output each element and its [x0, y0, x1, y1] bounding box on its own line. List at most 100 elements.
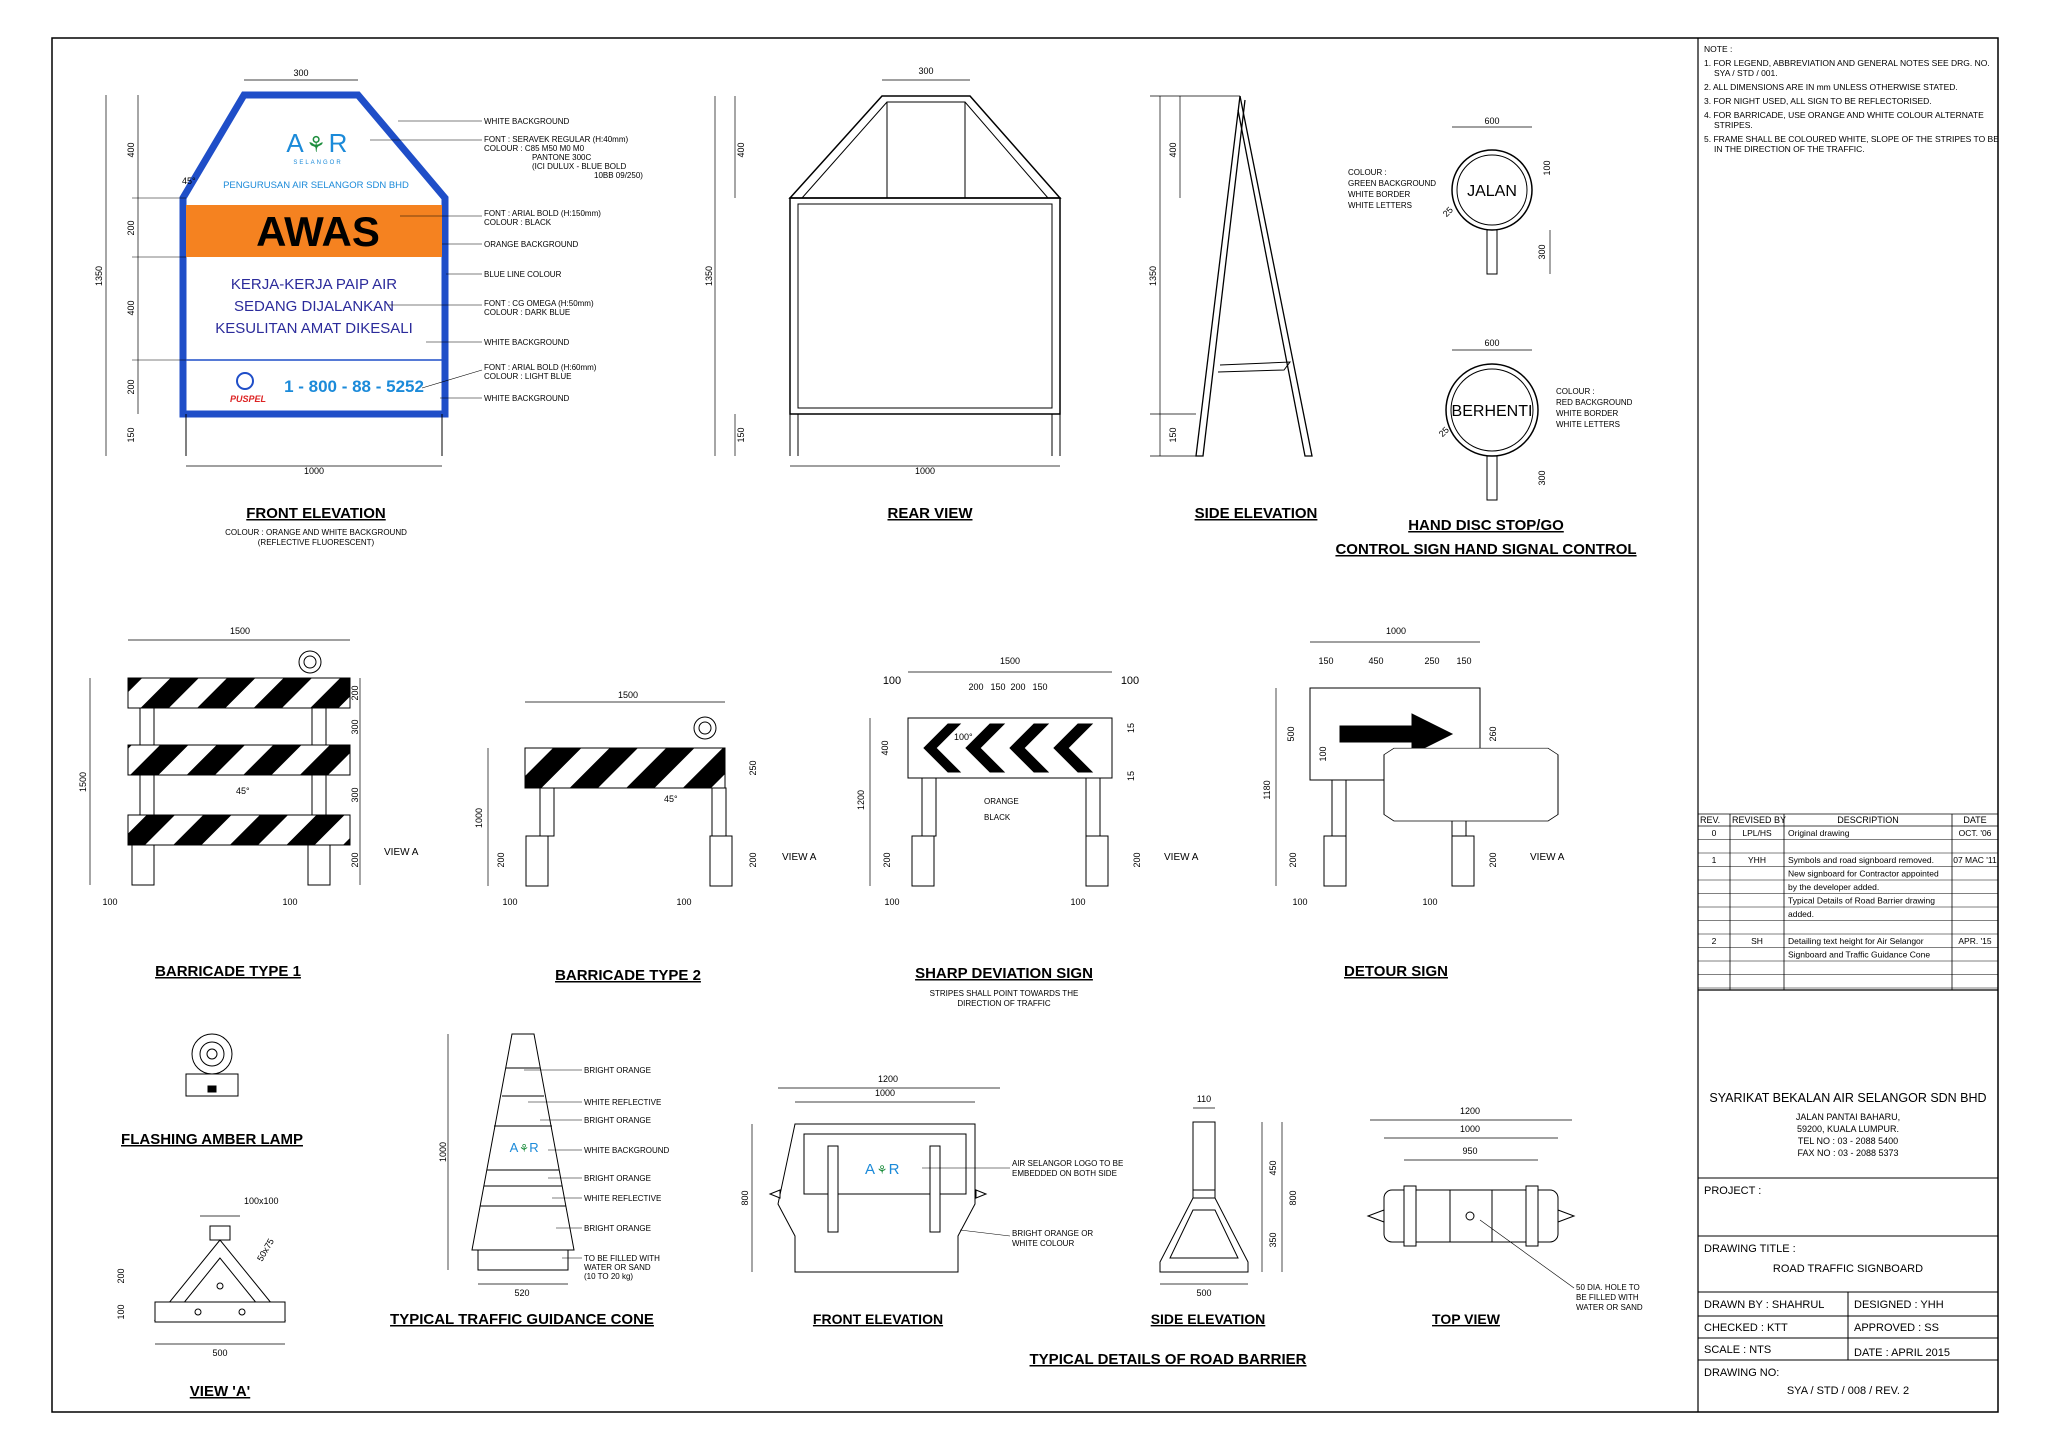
- svg-text:PANTONE 300C: PANTONE 300C: [532, 153, 592, 162]
- note-line: 5. FRAME SHALL BE COLOURED WHITE, SLOPE …: [1704, 134, 1999, 144]
- svg-text:WHITE REFLECTIVE: WHITE REFLECTIVE: [584, 1194, 661, 1203]
- company-address: JALAN PANTAI BAHARU,: [1796, 1112, 1900, 1122]
- air-selangor-logo: A ⚘ R SELANGOR: [286, 128, 347, 166]
- revision-cell: APR. '15: [1958, 936, 1992, 946]
- msg-line-3: KESULITAN AMAT DIKESALI: [215, 320, 413, 337]
- dim-label: 200: [126, 379, 136, 394]
- barricade-type-2: [487, 701, 733, 887]
- svg-text:BRIGHT ORANGE: BRIGHT ORANGE: [584, 1224, 651, 1233]
- svg-text:WATER OR SAND: WATER OR SAND: [584, 1263, 651, 1272]
- dim-label: 45°: [236, 786, 250, 796]
- svg-text:FONT : SERAVEK REGULAR (H:40m: FONT : SERAVEK REGULAR (H:40mm): [484, 135, 629, 144]
- view-a-label: VIEW A: [1530, 852, 1565, 863]
- revision-cell: 07 MAC '11: [1953, 855, 1997, 865]
- revision-cell: SH: [1751, 936, 1763, 946]
- dim-label: 400: [880, 740, 890, 755]
- svg-text:COLOUR : BLACK: COLOUR : BLACK: [484, 218, 552, 227]
- dim-label: 260: [1488, 726, 1498, 741]
- sharp-deviation-sign: [869, 671, 1113, 887]
- svg-text:WHITE BACKGROUND: WHITE BACKGROUND: [584, 1146, 670, 1155]
- svg-text:WHITE LETTERS: WHITE LETTERS: [1556, 420, 1620, 429]
- revision-cell: LPL/HS: [1742, 828, 1772, 838]
- dim-label: 200: [350, 852, 360, 867]
- svg-text:(10 TO 20 kg): (10 TO 20 kg): [584, 1272, 633, 1281]
- title-sharp-deviation: SHARP DEVIATION SIGN: [915, 965, 1093, 982]
- revision-cell: by the developer added.: [1788, 882, 1879, 892]
- dim-label: 500: [1196, 1288, 1211, 1298]
- notes-heading: NOTE :: [1704, 44, 1732, 54]
- dim-label: 25: [1441, 205, 1455, 219]
- dim-label: 450: [1368, 656, 1383, 666]
- dim-label: 200: [496, 852, 506, 867]
- dim-label: 150: [736, 427, 746, 442]
- dim-label: 1000: [304, 466, 324, 476]
- svg-text:TO BE FILLED WITH: TO BE FILLED WITH: [584, 1254, 660, 1263]
- dim-label: 1500: [78, 772, 88, 792]
- dim-label: 100: [676, 897, 691, 907]
- revision-cell: Signboard and Traffic Guidance Cone: [1788, 950, 1930, 960]
- dim-label: 1000: [1386, 626, 1406, 636]
- hand-disc-berhenti: [1445, 349, 1539, 501]
- svg-text:PUSPEL: PUSPEL: [230, 394, 266, 404]
- title-flashing-lamp: FLASHING AMBER LAMP: [121, 1131, 303, 1148]
- jalan-colour-labels: COLOUR : GREEN BACKGROUND WHITE BORDER W…: [1348, 168, 1436, 210]
- svg-text:WHITE BORDER: WHITE BORDER: [1348, 190, 1410, 199]
- svg-text:50 DIA. HOLE TO: 50 DIA. HOLE TO: [1576, 1283, 1640, 1292]
- revision-cell: 1: [1712, 855, 1717, 865]
- awas-text: AWAS: [256, 208, 380, 255]
- dim-label: 150: [990, 682, 1005, 692]
- title-barricade-1: BARRICADE TYPE 1: [155, 963, 301, 980]
- revision-cell: added.: [1788, 909, 1814, 919]
- dim-label: 250: [1424, 656, 1439, 666]
- hotline-number: 1 - 800 - 88 - 5252: [284, 377, 424, 396]
- titleblock: [1698, 1177, 1998, 1361]
- side-elevation-frame: [1150, 95, 1313, 457]
- note-line: 2. ALL DIMENSIONS ARE IN mm UNLESS OTHER…: [1704, 82, 1958, 92]
- dim-label: 100: [116, 1304, 126, 1319]
- title-rear-view: REAR VIEW: [887, 505, 973, 522]
- dim-label: 400: [736, 142, 746, 157]
- title-side-elevation: SIDE ELEVATION: [1195, 505, 1318, 522]
- dim-label: 500: [212, 1348, 227, 1358]
- dim-label: 300: [350, 719, 360, 734]
- berhenti-text: BERHENTI: [1452, 403, 1533, 420]
- note-line: 1. FOR LEGEND, ABBREVIATION AND GENERAL …: [1704, 58, 1990, 68]
- revision-cell: Typical Details of Road Barrier drawing: [1788, 896, 1935, 906]
- svg-text:R: R: [329, 128, 348, 158]
- drawing-no: SYA / STD / 008 / REV. 2: [1787, 1385, 1909, 1397]
- svg-text:COLOUR :: COLOUR :: [1556, 387, 1595, 396]
- svg-text:DATE: DATE: [1963, 815, 1986, 825]
- dim-label: 400: [126, 300, 136, 315]
- svg-text:WHITE BACKGROUND: WHITE BACKGROUND: [484, 394, 570, 403]
- dim-label: 520: [514, 1288, 529, 1298]
- svg-text:RED BACKGROUND: RED BACKGROUND: [1556, 398, 1633, 407]
- svg-text:BRIGHT ORANGE: BRIGHT ORANGE: [584, 1066, 651, 1075]
- svg-text:WHITE COLOUR: WHITE COLOUR: [1012, 1239, 1074, 1248]
- svg-text:COLOUR :: COLOUR :: [1348, 168, 1387, 177]
- dim-label: 150: [1032, 682, 1047, 692]
- hand-disc-jalan: [1451, 126, 1551, 275]
- dim-label: 1180: [1262, 780, 1272, 799]
- company-fax: FAX NO : 03 - 2088 5373: [1797, 1148, 1898, 1158]
- svg-text:FONT : ARIAL BOLD (H:150mm): FONT : ARIAL BOLD (H:150mm): [484, 209, 601, 218]
- svg-text:BLUE LINE COLOUR: BLUE LINE COLOUR: [484, 270, 562, 279]
- title-view-a: VIEW 'A': [190, 1383, 250, 1400]
- dim-label: 950: [1462, 1146, 1477, 1156]
- dim-label: 200: [882, 852, 892, 867]
- svg-text:FONT : CG OMEGA (H:50mm): FONT : CG OMEGA (H:50mm): [484, 299, 594, 308]
- svg-text:GREEN BACKGROUND: GREEN BACKGROUND: [1348, 179, 1436, 188]
- svg-text:WHITE BACKGROUND: WHITE BACKGROUND: [484, 338, 570, 347]
- barricade-type-1: [89, 639, 361, 886]
- front-elevation-sign: AWAS A ⚘ R SELANGOR PENGURUSAN AIR SELAN…: [94, 68, 449, 476]
- dim-label: 200: [748, 852, 758, 867]
- title-hand-disc: CONTROL SIGN HAND SIGNAL CONTROL: [1335, 541, 1636, 558]
- dim-label: 200: [1010, 682, 1025, 692]
- black-label: BLACK: [984, 813, 1011, 822]
- dim-label: 50x75: [255, 1237, 276, 1263]
- checked-by: CHECKED : KTT: [1704, 1322, 1788, 1334]
- dim-label: 1350: [94, 266, 104, 286]
- dim-label: 150: [1456, 656, 1471, 666]
- title-front-elevation: FRONT ELEVATION: [246, 505, 385, 522]
- svg-text:BRIGHT ORANGE OR: BRIGHT ORANGE OR: [1012, 1229, 1093, 1238]
